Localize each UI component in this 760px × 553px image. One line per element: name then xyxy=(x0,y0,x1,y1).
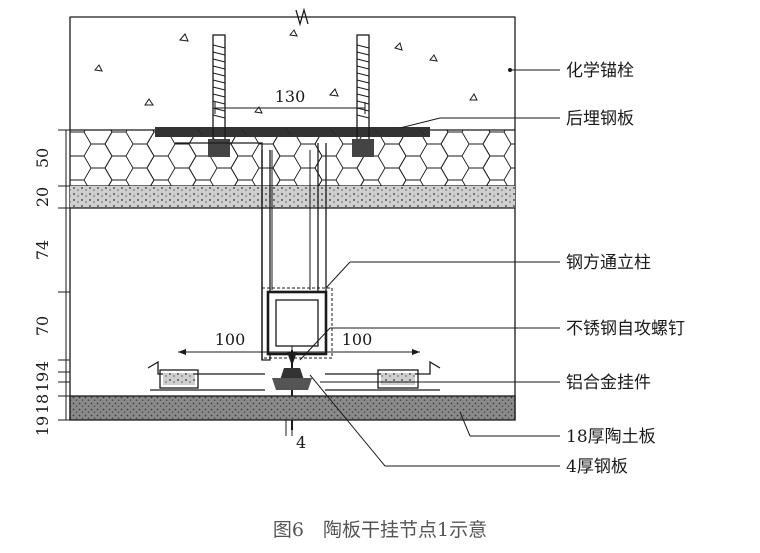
dim-v-3: 70 xyxy=(33,316,52,336)
dim-left-width: 100 xyxy=(215,330,246,349)
label-self-tapping-screw: 不锈钢自攻螺钉 xyxy=(566,319,685,339)
steel-square-column xyxy=(261,287,333,359)
figure-caption: 图6 陶板干挂节点1示意 xyxy=(273,519,487,541)
leader-lines xyxy=(299,68,560,467)
dimension-lines xyxy=(58,102,420,436)
label-chemical-anchor: 化学锚栓 xyxy=(566,61,634,81)
dim-right-width: 100 xyxy=(342,330,373,349)
label-steel-plate: 4厚钢板 xyxy=(566,457,628,477)
dim-v-4: 4 xyxy=(33,361,52,371)
mortar-layer xyxy=(70,186,515,209)
vertical-dim-texts: 50 20 74 70 4 19 18 19 xyxy=(33,148,52,436)
embedded-plate xyxy=(155,127,430,137)
dim-plate-thickness: 4 xyxy=(296,433,306,452)
dim-v-2: 74 xyxy=(33,240,52,260)
label-steel-column: 钢方通立柱 xyxy=(566,253,651,273)
dim-v-7: 19 xyxy=(33,416,52,436)
label-ceramic-panel: 18厚陶土板 xyxy=(566,427,656,447)
dim-v-5: 19 xyxy=(33,372,52,392)
dim-top-width: 130 xyxy=(275,87,306,106)
label-aluminum-hanger: 铝合金挂件 xyxy=(566,373,651,393)
ceramic-panel xyxy=(69,395,516,421)
break-mark xyxy=(295,7,309,27)
dim-v-6: 18 xyxy=(33,394,52,414)
aluminum-hanger-left xyxy=(147,360,265,391)
label-embedded-plate: 后埋钢板 xyxy=(566,109,634,129)
chemical-anchor-right xyxy=(352,34,374,157)
insulation-layer xyxy=(70,129,515,187)
dim-v-0: 50 xyxy=(33,148,52,168)
aluminum-hanger-right xyxy=(325,360,441,391)
dim-v-1: 20 xyxy=(33,187,52,207)
